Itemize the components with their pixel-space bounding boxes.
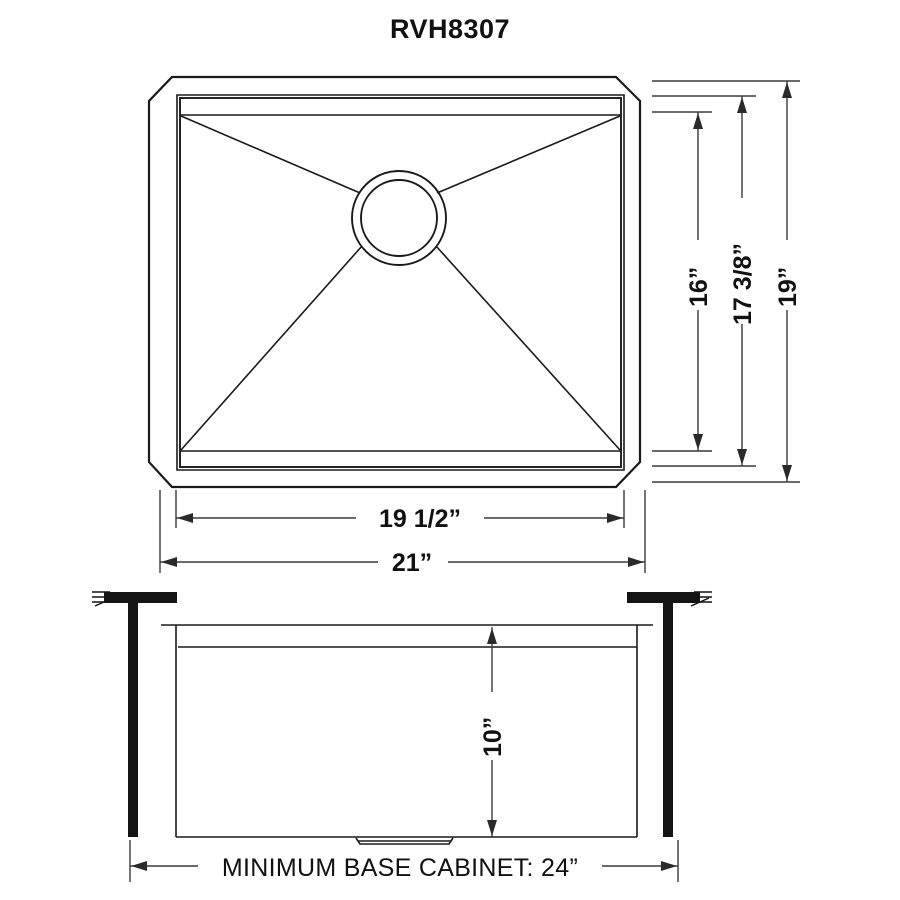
- sink-outer-rim-outline: [147, 75, 642, 489]
- basin-slope-line-top-right: [436, 115, 621, 194]
- dim-label-gap-10: [480, 692, 505, 760]
- dim-arrow-10-bottom: [487, 820, 497, 836]
- dim-arrow-cabinet-right: [661, 861, 677, 871]
- dim-label-10: 10”: [479, 717, 507, 757]
- dim-label-gap-19: [775, 240, 800, 310]
- basin-slope-line-bottom-right: [435, 245, 621, 451]
- dim-arrow-17-3-8-bottom: [737, 449, 747, 465]
- dim-arrow-17-3-8-top: [737, 97, 747, 113]
- dim-label-17-3-8: 17 3/8”: [729, 243, 757, 325]
- drain-outer-circle: [351, 170, 447, 266]
- dim-label-gap-cabinet: [198, 850, 602, 882]
- dim-label-gap-21: [378, 548, 448, 577]
- vertical-dimension-group: 16” 17 3/8” 19”: [652, 80, 802, 483]
- countertop-slab-left: [104, 592, 177, 603]
- sink-top-view: [147, 75, 642, 489]
- cabinet-caption: MINIMUM BASE CABINET: 24”: [222, 854, 578, 882]
- dim-arrow-16-bottom: [693, 434, 703, 450]
- dim-arrow-21-left: [161, 557, 177, 567]
- dim-arrow-16-top: [693, 113, 703, 129]
- dim-arrow-19-top: [782, 82, 792, 98]
- countertop-hatch-left: [92, 591, 114, 607]
- countertop-hatch-right: [690, 591, 712, 607]
- dim-arrow-19-1-2-left: [177, 513, 193, 523]
- dim-label-21: 21”: [392, 549, 432, 577]
- dim-arrow-21-right: [628, 557, 644, 567]
- dim-label-gap-16: [686, 240, 711, 310]
- sink-basin-outline: [179, 97, 622, 468]
- dim-label-gap-17-3-8: [730, 198, 755, 324]
- sink-cross-section: 10” MINIMUM BASE CABINET: 24”: [92, 591, 712, 882]
- drain-inner-circle: [360, 179, 438, 257]
- dim-label-19: 19”: [774, 267, 802, 307]
- sink-rim-inner-offset: [176, 94, 625, 471]
- page-title: RVH8307: [389, 14, 511, 44]
- basin-slope-line-bottom-left: [180, 245, 363, 451]
- countertop-slab-right: [627, 592, 700, 603]
- dim-arrow-cabinet-left: [131, 861, 147, 871]
- dim-label-gap-19-1-2: [356, 504, 484, 533]
- dim-label-16: 16”: [685, 267, 713, 307]
- dim-arrow-19-1-2-right: [607, 513, 623, 523]
- cabinet-wall-left: [128, 603, 138, 837]
- horizontal-dimension-group: 19 1/2” 21”: [159, 490, 646, 577]
- dim-arrow-19-bottom: [782, 465, 792, 481]
- cabinet-wall-right: [663, 603, 673, 837]
- basin-slope-line-top-left: [180, 115, 361, 194]
- dim-arrow-10-top: [487, 628, 497, 644]
- dim-label-19-1-2: 19 1/2”: [379, 505, 461, 533]
